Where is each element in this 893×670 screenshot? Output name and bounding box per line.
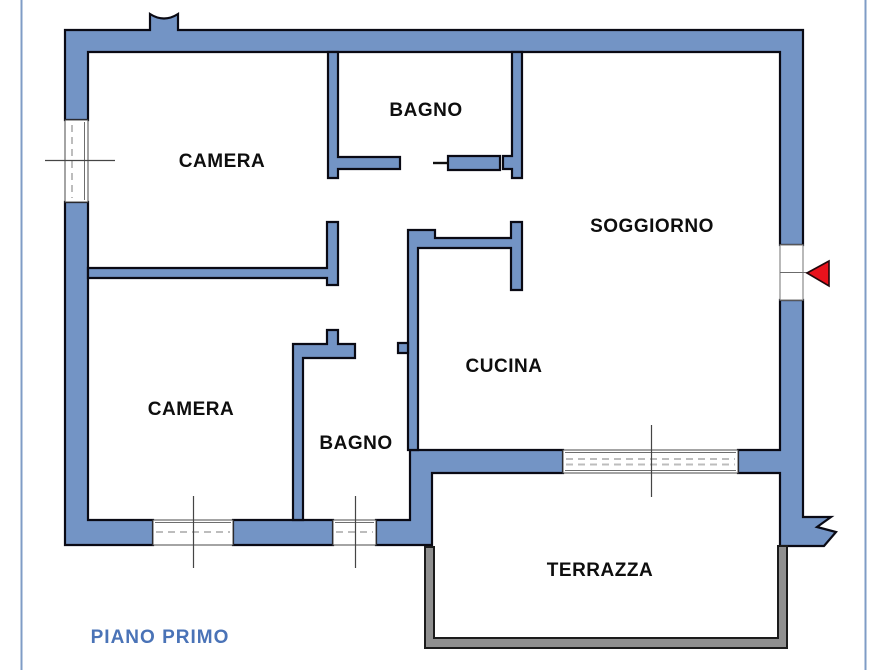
wall-right-lower-with-break — [736, 298, 838, 548]
room-label-bagno-2: BAGNO — [319, 433, 393, 454]
wall-bagno2-top-left — [291, 328, 357, 522]
room-label-bagno-1: BAGNO — [389, 100, 463, 121]
entrance-door — [779, 244, 830, 301]
interior-walls — [86, 50, 524, 522]
room-label-cucina: CUCINA — [465, 356, 543, 377]
entrance-arrow-icon — [805, 259, 830, 288]
window-camera2 — [152, 496, 234, 568]
terrazza-parapet — [424, 545, 788, 649]
wall-bottom-right-step — [374, 448, 565, 547]
wall-bagno1-right — [501, 50, 524, 180]
exterior-walls — [63, 11, 838, 548]
wall-bottom-middle — [231, 518, 335, 547]
room-label-soggiorno: SOGGIORNO — [590, 216, 714, 237]
room-label-terrazza: TERRAZZA — [546, 560, 654, 581]
floor-title: PIANO PRIMO — [90, 627, 230, 648]
french-door-terrazza — [562, 425, 739, 497]
window-camera1 — [45, 119, 115, 203]
wall-bagno1-left — [326, 50, 402, 180]
room-label-camera-1: CAMERA — [178, 151, 266, 172]
wall-camera1-bottom — [86, 220, 340, 287]
wall-jamb-bagno2-door — [396, 341, 410, 355]
wall-left-lower-bottom — [63, 200, 155, 547]
wall-top-right-upper — [63, 11, 805, 247]
window-bagno2 — [332, 496, 377, 568]
sliding-door-panel-bagno1 — [446, 154, 502, 172]
room-label-camera-2: CAMERA — [147, 399, 235, 420]
wall-cucina — [406, 220, 524, 452]
